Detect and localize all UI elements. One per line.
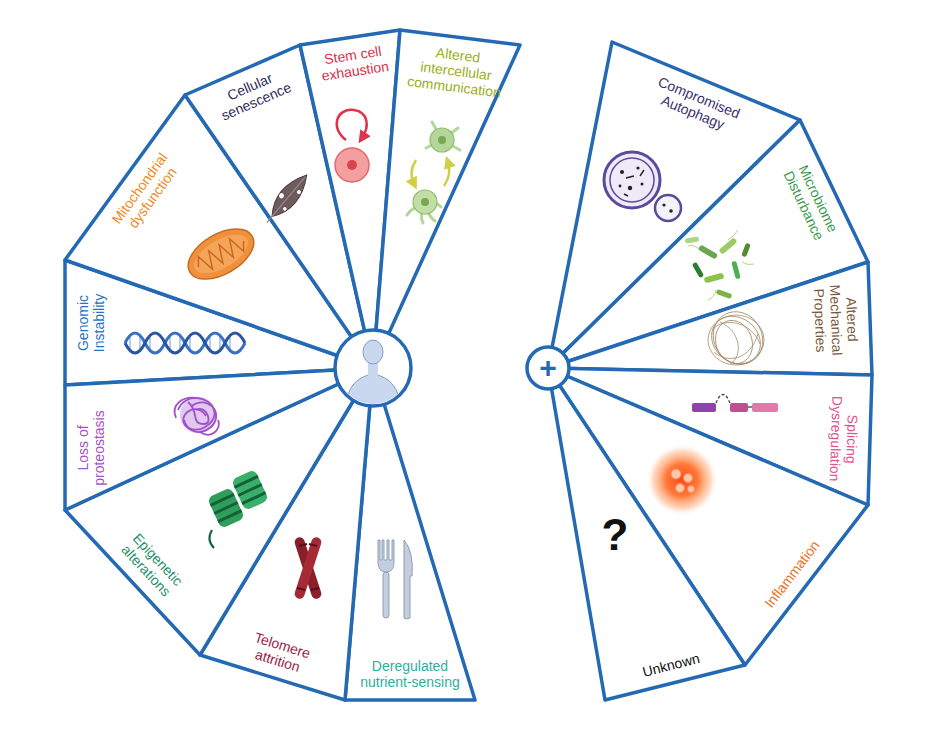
hallmark-sector: Altered intercellular communication — [373, 30, 520, 368]
cutlery-icon — [378, 540, 412, 619]
sector-label: Genomic Instability — [75, 287, 107, 359]
hallmark-sector: Altered Mechanical Properties — [548, 262, 872, 375]
communicating-cells-icon — [407, 122, 460, 223]
autophagosome-icon — [604, 152, 681, 221]
hallmark-sector: Loss of proteostasis — [65, 368, 373, 510]
inflammation-icon — [646, 444, 718, 516]
sector-shape — [373, 30, 520, 368]
sector-shape — [65, 368, 373, 510]
protein-tangle-icon — [175, 397, 219, 435]
bacteria-icon — [685, 230, 754, 300]
sector-label: Splicing Dysregulation — [826, 390, 861, 489]
plus-sign: + — [539, 353, 557, 383]
sector-shape — [65, 368, 373, 655]
sector-outline — [65, 368, 373, 510]
stem-cell-icon — [335, 110, 369, 182]
person-icon — [335, 330, 411, 410]
sector-shape — [548, 262, 872, 375]
dna-helix-icon — [125, 333, 245, 353]
sector-label: Loss of proteostasis — [75, 406, 107, 490]
nucleosome-icon — [207, 469, 269, 548]
sector-label: Deregulated nutrient-sensing — [355, 658, 465, 690]
question-mark: ? — [602, 513, 629, 557]
splicing-icon — [692, 395, 778, 413]
plus-circle: + — [527, 347, 569, 389]
mitochondrion-icon — [180, 219, 262, 290]
hallmark-sector: ?Unknown — [548, 368, 745, 700]
circle-shape — [527, 347, 569, 389]
chromosome-icon — [293, 536, 322, 600]
sector-label: Altered Mechanical Properties — [810, 279, 861, 361]
sector-shape — [548, 368, 745, 700]
fiber-mesh-icon — [702, 303, 772, 374]
sector-outline — [548, 368, 745, 700]
leaf-icon — [260, 169, 314, 228]
